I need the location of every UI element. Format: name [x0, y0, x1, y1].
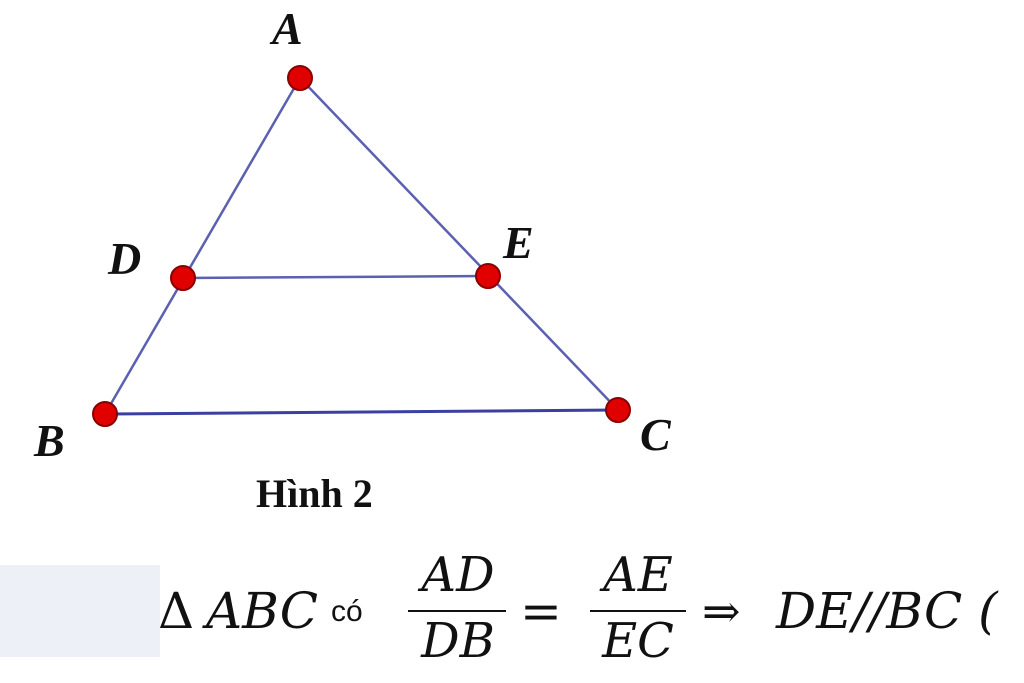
label-d: D: [107, 233, 141, 284]
fraction-1-denominator: DB: [421, 613, 495, 669]
point-c: [605, 397, 631, 423]
triangle-symbol: Δ: [158, 582, 195, 640]
segment-ab: [103, 77, 302, 415]
implies-arrow: ⇒: [702, 584, 741, 638]
fraction-1-bar: [408, 610, 506, 612]
fraction-2-denominator: EC: [602, 613, 674, 669]
formula: Δ ABC có AD DB = AE EC ⇒ DE//BC (: [158, 548, 1024, 673]
label-a: A: [269, 3, 303, 54]
fraction-2-numerator: AE: [603, 548, 673, 603]
point-a: [287, 65, 313, 91]
label-c: C: [640, 409, 672, 460]
label-b: B: [33, 415, 65, 466]
segment-bc: [104, 408, 619, 416]
point-e: [475, 263, 501, 289]
triangle-name: ABC: [206, 582, 319, 640]
segment-ac: [299, 77, 619, 411]
formula-conclusion: DE//BC (: [776, 582, 998, 640]
equals-sign: =: [520, 582, 562, 640]
formula-connector: có: [331, 595, 363, 628]
point-d: [170, 265, 196, 291]
segment-de: [182, 274, 489, 280]
figure-caption: Hình 2: [256, 471, 373, 516]
left-shade: [0, 565, 160, 657]
label-e: E: [502, 217, 534, 268]
fraction-2-bar: [590, 610, 686, 612]
point-b: [92, 401, 118, 427]
fraction-1-numerator: AD: [421, 548, 495, 603]
